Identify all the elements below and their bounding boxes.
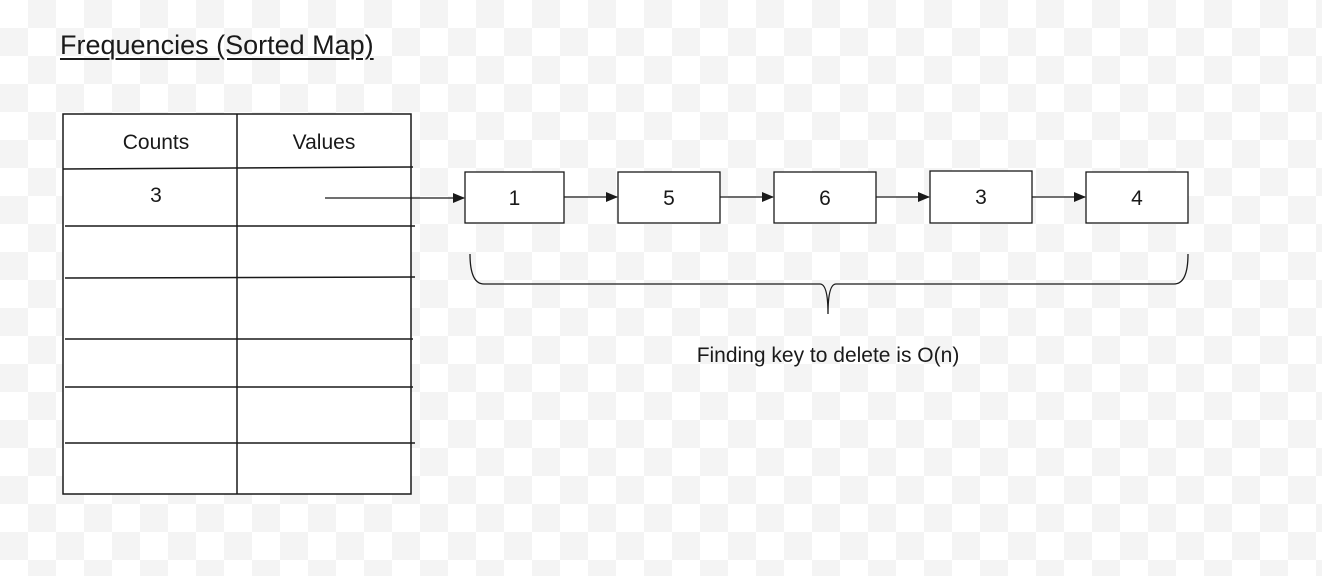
list-node-value: 1 — [509, 187, 521, 210]
list-node-value: 4 — [1131, 187, 1143, 210]
table-row-divider — [64, 276, 416, 279]
complexity-annotation: Finding key to delete is O(n) — [697, 344, 960, 367]
list-node-value: 6 — [819, 187, 831, 210]
frequency-table: Counts Values 3 — [62, 113, 416, 495]
list-node — [929, 170, 1033, 224]
count-cell: 3 — [150, 184, 162, 207]
table-header-divider — [62, 166, 414, 170]
list-node — [1085, 171, 1189, 224]
header-values: Values — [293, 131, 356, 154]
linked-list: 1 5 6 3 4 — [464, 170, 1189, 224]
diagram-title: Frequencies (Sorted Map) — [60, 30, 374, 60]
list-node-value: 3 — [975, 186, 987, 209]
list-node — [773, 171, 877, 224]
list-node-value: 5 — [663, 187, 675, 210]
curly-brace — [469, 253, 1189, 315]
header-counts: Counts — [123, 131, 190, 154]
list-node — [464, 171, 565, 224]
